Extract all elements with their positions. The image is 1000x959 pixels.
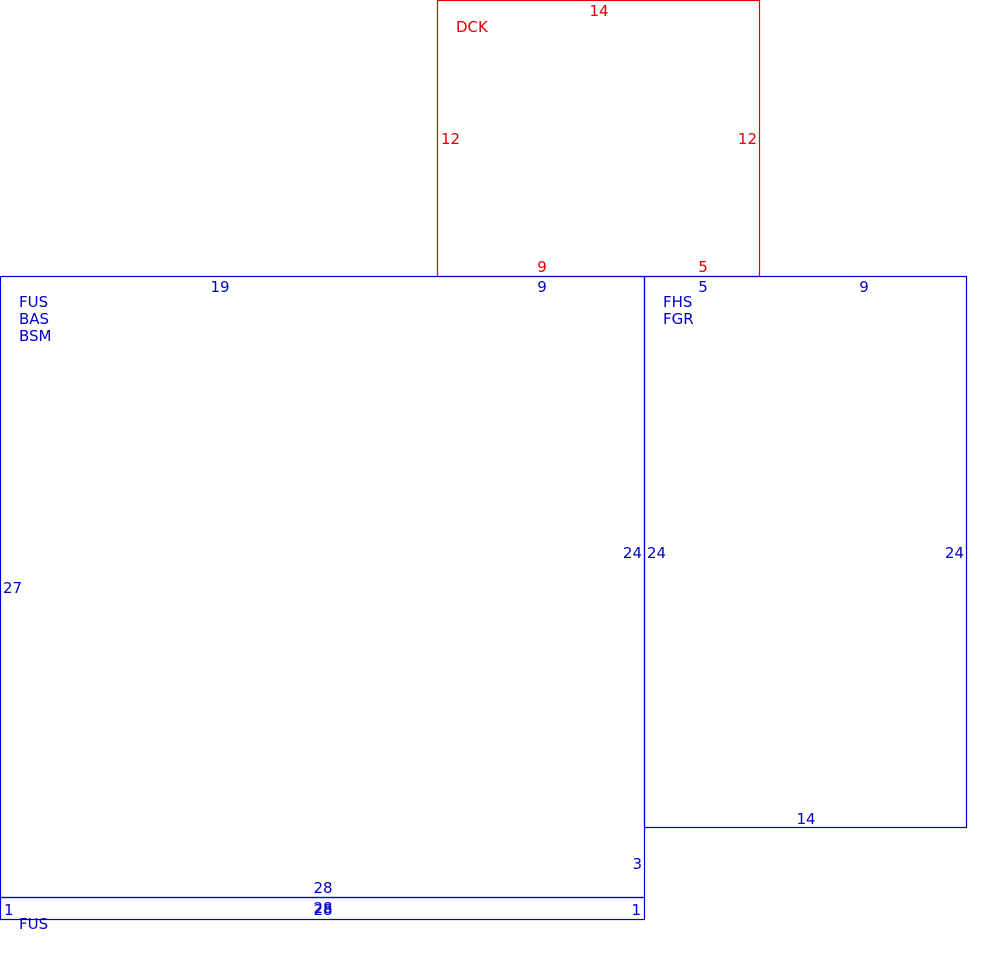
main-dim-bottom: 28 xyxy=(313,879,332,897)
main-dim-left: 27 xyxy=(3,579,22,597)
garage-code-fgr: FGR xyxy=(663,310,694,328)
main-code-bas: BAS xyxy=(19,310,49,328)
main-code-bsm: BSM xyxy=(19,327,52,345)
garage-dim-bottom: 14 xyxy=(796,810,815,828)
strip-dim-top: 28 xyxy=(313,899,332,917)
garage-dim-top-left: 5 xyxy=(698,278,708,296)
garage-dim-top-right: 9 xyxy=(859,278,869,296)
main-area-outline xyxy=(0,275,646,899)
deck-dim-top: 14 xyxy=(589,2,608,20)
deck-code-dck: DCK xyxy=(456,18,489,36)
garage-outline xyxy=(643,275,968,829)
strip-dim-left: 1 xyxy=(4,901,14,919)
strip-outline xyxy=(0,896,646,921)
strip-code-fus: FUS xyxy=(19,915,48,933)
deck-dim-bottom-left: 9 xyxy=(537,258,547,276)
strip-dim-bottom: 28 xyxy=(313,901,332,919)
garage-dim-left: 24 xyxy=(647,544,666,562)
deck-dim-right: 12 xyxy=(738,130,757,148)
garage-dim-right: 24 xyxy=(945,544,964,562)
main-code-fus: FUS xyxy=(19,293,48,311)
main-dim-top-right: 9 xyxy=(537,278,547,296)
main-dim-right: 24 xyxy=(623,544,642,562)
strip-dim-right: 1 xyxy=(631,901,641,919)
deck-dim-bottom-right: 5 xyxy=(698,258,708,276)
garage-code-fhs: FHS xyxy=(663,293,692,311)
deck-dim-left: 12 xyxy=(441,130,460,148)
main-dim-top-left: 19 xyxy=(210,278,229,296)
deck-outline xyxy=(436,0,761,278)
main-dim-bottom-right: 3 xyxy=(632,855,642,873)
